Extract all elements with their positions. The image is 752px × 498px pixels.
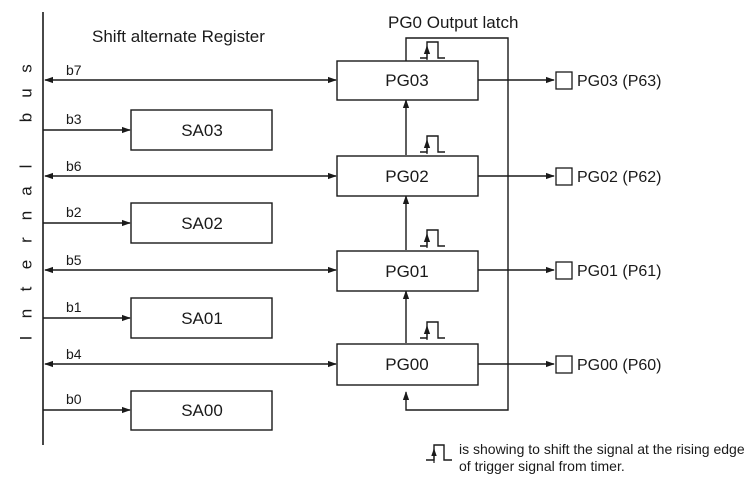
pg00-label: PG00 — [385, 355, 428, 374]
sa02-block — [130, 202, 273, 244]
rising-edge-icon — [420, 41, 445, 60]
sa03-row: b3 SA03 — [43, 109, 273, 151]
output-pin-box — [555, 167, 573, 186]
bus-label-letter: n — [17, 211, 36, 220]
output-latch-title: PG0 Output latch — [388, 13, 518, 32]
sa00-label: SA00 — [181, 401, 223, 420]
shift-register-title: Shift alternate Register — [92, 27, 265, 46]
bus-label-letter: a — [17, 186, 36, 196]
sa00-row: b0 SA00 — [43, 390, 273, 431]
pg00-row: b4 PG00 PG00 (P60) — [44, 343, 661, 386]
bus-bit-b2: b2 — [66, 204, 82, 220]
bus-bit-b7: b7 — [66, 62, 82, 78]
pg00-output-label: PG00 (P60) — [577, 357, 661, 374]
feedback-loop-line — [402, 37, 509, 411]
sa02-label: SA02 — [181, 214, 223, 233]
bus-label-letter: b — [17, 113, 36, 122]
bus-bit-b6: b6 — [66, 158, 82, 174]
bus-label-letter: t — [17, 286, 36, 291]
pg02-row: b6 PG02 PG02 (P62) — [44, 155, 661, 197]
internal-bus-label: In t e r n a l b u s — [17, 64, 36, 340]
sa02-row: b2 SA02 — [43, 202, 273, 244]
bus-label-letter: l — [17, 165, 36, 169]
bus-label-letter: I — [17, 336, 36, 341]
rising-edge-icon — [420, 321, 445, 340]
sa00-block — [130, 390, 273, 431]
bus-bit-b4: b4 — [66, 346, 82, 362]
pg02-output-label: PG02 (P62) — [577, 169, 661, 186]
bus-bit-b3: b3 — [66, 111, 82, 127]
pg01-label: PG01 — [385, 262, 428, 281]
rising-edge-icon — [420, 229, 445, 248]
output-pin-box — [555, 261, 573, 280]
bus-label-letter: n — [17, 309, 36, 318]
rising-edge-legend-icon — [426, 444, 452, 463]
pg01-row: b5 PG01 PG01 (P61) — [44, 250, 661, 292]
pg03-output-label: PG03 (P63) — [577, 73, 661, 90]
bus-bit-b0: b0 — [66, 391, 82, 407]
pg03-label: PG03 — [385, 71, 428, 90]
pg01-output-label: PG01 (P61) — [577, 263, 661, 280]
bus-bit-b5: b5 — [66, 252, 82, 268]
pg03-row: b7 PG03 PG03 (P63) — [44, 60, 661, 101]
sa01-row: b1 SA01 — [43, 297, 273, 339]
bus-label-letter: s — [17, 64, 36, 73]
output-pin-box — [555, 71, 573, 90]
pg02-block — [336, 155, 479, 197]
legend-note: is showing to shift the signal at the ri… — [459, 441, 745, 474]
output-pin-box — [555, 355, 573, 374]
bus-label-letter: u — [17, 88, 36, 97]
sa01-block — [130, 297, 273, 339]
bus-bit-b1: b1 — [66, 299, 82, 315]
bus-label-letter: r — [17, 237, 36, 243]
pg02-label: PG02 — [385, 167, 428, 186]
rising-edge-icon — [420, 135, 445, 154]
bus-label-letter: e — [17, 260, 36, 269]
sa03-label: SA03 — [181, 121, 223, 140]
pg01-block — [336, 250, 479, 292]
sa01-label: SA01 — [181, 309, 223, 328]
sa03-block — [130, 109, 273, 151]
